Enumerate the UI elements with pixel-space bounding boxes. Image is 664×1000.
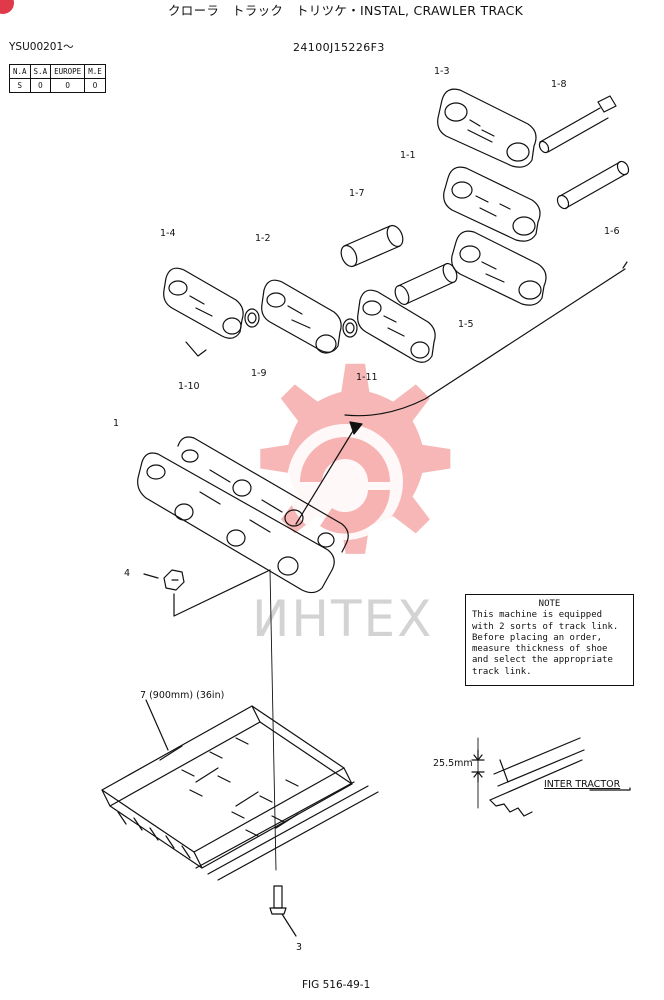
- callout-1-4: 1-4: [160, 228, 176, 239]
- callout-1-8: 1-8: [551, 79, 567, 90]
- pin-1-10: [185, 341, 207, 357]
- watermark-gear-logo: [260, 363, 451, 554]
- note-title: NOTE: [538, 599, 561, 609]
- nut-4: [163, 569, 185, 591]
- callout-7: 7 (900mm) (36in): [140, 690, 225, 701]
- callout-1-10: 1-10: [178, 381, 200, 392]
- note-body: This machine is equipped with 2 sorts of…: [472, 610, 619, 677]
- callout-1-2: 1-2: [255, 233, 271, 244]
- callout-1-7: 1-7: [349, 188, 365, 199]
- callout-1: 1: [113, 418, 120, 429]
- inter-tractor-label: INTER TRACTOR: [544, 779, 621, 790]
- market-header: M.E: [84, 64, 106, 79]
- bolt-3: [269, 885, 297, 937]
- bushing-1-5: [394, 262, 458, 306]
- market-value: O: [84, 78, 106, 93]
- callout-1-11: 1-11: [356, 372, 378, 383]
- callout-1-3: 1-3: [434, 66, 450, 77]
- callout-1-9: 1-9: [251, 368, 267, 379]
- pin-1-8: [538, 95, 617, 154]
- part-number: 24100J15226F3: [293, 41, 385, 54]
- dimension-label: 25.5mm: [433, 758, 473, 769]
- callout-1-1: 1-1: [400, 150, 416, 161]
- bushing-1-7: [340, 224, 404, 268]
- track-link-1-1: [443, 166, 541, 242]
- market-value: O: [29, 78, 52, 93]
- pin-1-6: [556, 160, 630, 210]
- model-serial: YSU00201〜: [9, 41, 74, 53]
- note-box: NOTE This machine is equipped with 2 sor…: [465, 594, 634, 686]
- track-link-1-3: [437, 88, 537, 168]
- track-shoe-7: [101, 705, 379, 881]
- track-link-assembly-1: [137, 436, 349, 594]
- seal-1-11: [342, 318, 358, 338]
- market-header: EUROPE: [50, 64, 86, 79]
- seal-1-9: [244, 308, 260, 328]
- callout-4: 4: [124, 568, 131, 579]
- market-header: N.A: [9, 64, 31, 79]
- market-value: O: [50, 78, 86, 93]
- corner-badge: [0, 0, 14, 14]
- market-table: N.A S.A EUROPE M.E S O O O: [9, 64, 106, 93]
- watermark-text: ИНТЕХ: [252, 590, 434, 648]
- callout-3: 3: [296, 942, 303, 953]
- track-link-1-5: [451, 230, 547, 306]
- figure-number: FIG 516-49-1: [302, 979, 371, 991]
- shoe-thickness-detail: [471, 737, 631, 817]
- callout-1-6: 1-6: [604, 226, 620, 237]
- callout-1-5: 1-5: [458, 319, 474, 330]
- track-link-1-2: [261, 279, 342, 354]
- market-value: S: [9, 78, 31, 93]
- track-link-lower: [357, 289, 436, 363]
- track-link-1-4: [163, 267, 244, 339]
- market-header: S.A: [29, 64, 52, 79]
- diagram-title: クローラ トラック トリツケ・INSTAL, CRAWLER TRACK: [168, 3, 524, 18]
